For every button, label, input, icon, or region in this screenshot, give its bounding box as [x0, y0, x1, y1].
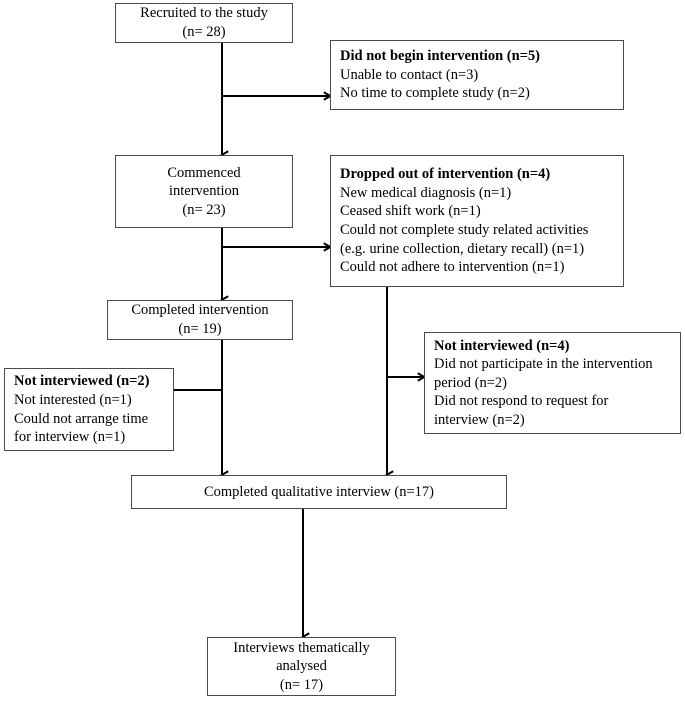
node-not-interviewed-4-line-4: interview (n=2) — [434, 411, 525, 428]
node-not-interviewed-2: Not interviewed (n=2) Not interested (n=… — [4, 368, 174, 451]
node-commenced: Commenced intervention (n= 23) — [115, 155, 293, 228]
node-recruited-line-0: Recruited to the study — [140, 5, 268, 22]
node-not-interviewed-4-line-2: period (n=2) — [434, 374, 508, 391]
node-commenced-line-2: (n= 23) — [182, 201, 226, 218]
node-commenced-line-0: Commenced — [167, 164, 241, 181]
node-recruited-line-1: (n= 28) — [182, 24, 226, 40]
node-dropped-out-line-2: Ceased shift work (n=1) — [340, 203, 481, 220]
node-not-interviewed-2-line-1: Not interested (n=1) — [14, 391, 132, 408]
node-commenced-line-1: intervention — [168, 183, 240, 200]
node-completed-intervention-line-1: (n= 19) — [178, 321, 222, 337]
node-did-not-begin-line-1: Unable to contact (n=3) — [340, 66, 479, 83]
node-dropped-out-line-5: Could not adhere to intervention (n=1) — [340, 259, 565, 276]
node-thematically-analysed: Interviews thematically analysed (n= 17) — [207, 637, 396, 696]
node-not-interviewed-4-line-0: Not interviewed (n=4) — [434, 337, 570, 354]
node-recruited: Recruited to the study (n= 28) — [115, 3, 293, 43]
node-did-not-begin: Did not begin intervention (n=5) Unable … — [330, 40, 624, 110]
node-not-interviewed-4-line-3: Did not respond to request for — [434, 393, 609, 410]
node-dropped-out-line-3: Could not complete study related activit… — [340, 222, 589, 238]
node-did-not-begin-line-0: Did not begin intervention (n=5) — [340, 48, 540, 65]
node-completed-qualitative-interview: Completed qualitative interview (n=17) — [131, 475, 507, 509]
node-completed-qualitative-interview-line-0: Completed qualitative interview (n=17) — [203, 483, 435, 500]
node-thematically-analysed-line-0: Interviews thematically — [233, 639, 370, 656]
node-not-interviewed-4-line-1: Did not participate in the intervention — [434, 356, 653, 373]
node-not-interviewed-2-line-2: Could not arrange time — [14, 410, 149, 427]
node-dropped-out-line-4: (e.g. urine collection, dietary recall) … — [340, 240, 585, 257]
node-thematically-analysed-line-2: (n= 17) — [279, 676, 324, 693]
node-dropped-out: Dropped out of intervention (n=4) New me… — [330, 155, 624, 287]
node-not-interviewed-2-line-0: Not interviewed (n=2) — [14, 373, 150, 390]
node-dropped-out-line-0: Dropped out of intervention (n=4) — [340, 166, 551, 183]
node-thematically-analysed-line-1: analysed — [276, 658, 327, 675]
node-did-not-begin-line-2: No time to complete study (n=2) — [340, 85, 530, 102]
node-not-interviewed-4: Not interviewed (n=4) Did not participat… — [424, 332, 681, 434]
node-not-interviewed-2-line-3: for interview (n=1) — [14, 429, 126, 446]
node-completed-intervention-line-0: Completed intervention — [131, 302, 269, 319]
node-completed-intervention: Completed intervention (n= 19) — [107, 300, 293, 340]
node-dropped-out-line-1: New medical diagnosis (n=1) — [340, 184, 512, 201]
